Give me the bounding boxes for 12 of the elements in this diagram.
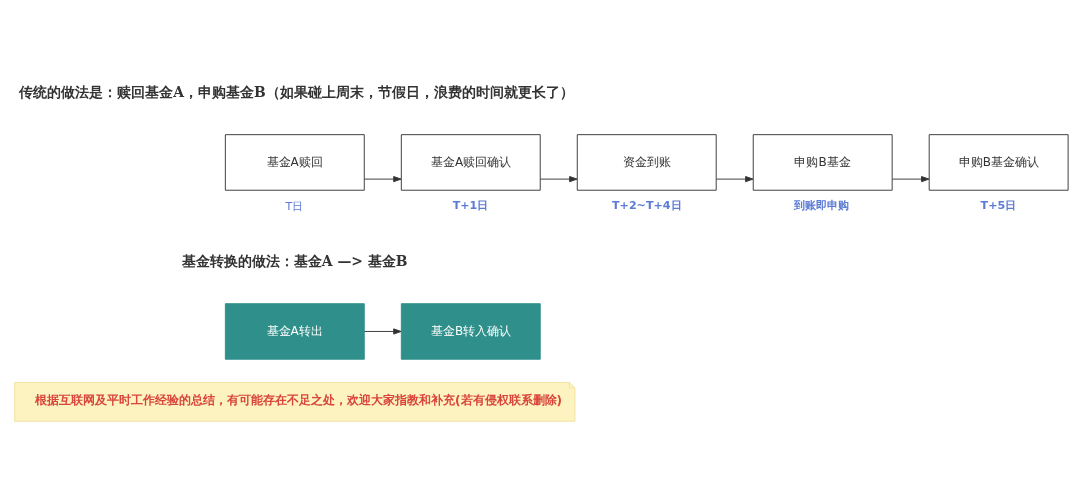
arrow: [364, 327, 402, 334]
node-label: T+2~T+4日: [612, 198, 682, 212]
node-label: 到账即申购: [794, 198, 850, 212]
node-label: T日: [285, 199, 304, 213]
label: 基金转换的做法：基金A —> 基金B: [181, 252, 408, 269]
label: 传统的做法是：赎回基金A，申购基金B（如果碰上周末，节假日，浪费的时间就更长了）: [19, 83, 574, 100]
arrow: [716, 175, 754, 182]
arrow: [364, 175, 402, 182]
node-label: T+5日: [980, 198, 1017, 212]
arrow: [540, 175, 578, 182]
node-label: T+1日: [452, 198, 489, 212]
arrow: [892, 175, 930, 182]
